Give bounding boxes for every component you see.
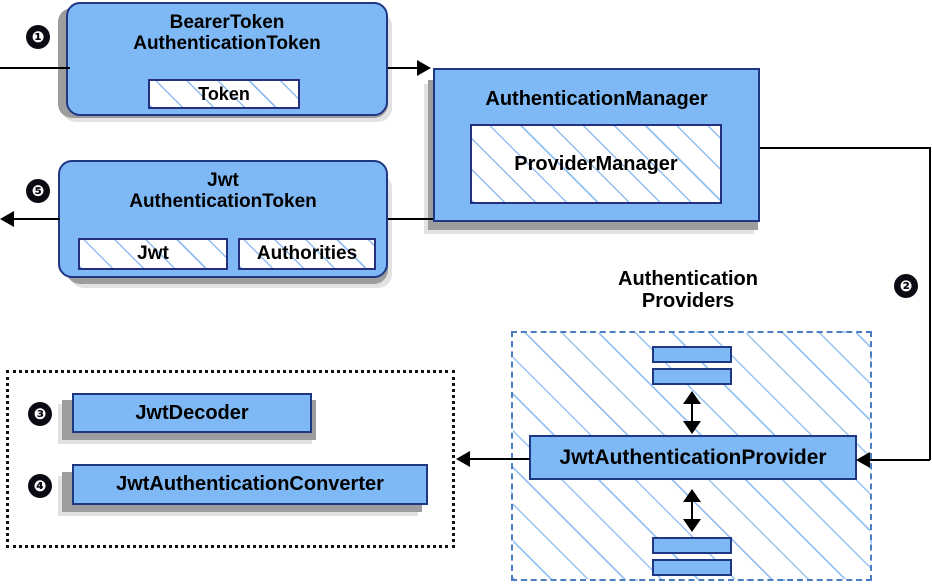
connector-providers-in-arrow	[856, 452, 870, 468]
jwt-support-container	[6, 370, 455, 548]
provider-arrow-up-bottom	[683, 489, 701, 502]
field-provider-manager-label: ProviderManager	[514, 152, 678, 175]
jwt-decoder-label: JwtDecoder	[135, 401, 249, 424]
jwt-token-title-line2: AuthenticationToken	[129, 191, 317, 213]
badge-step-5: ❺	[27, 180, 49, 202]
provider-arrow-down-top	[683, 421, 701, 434]
connector-response-out	[14, 218, 60, 220]
connector-provider-to-support-arrow	[456, 451, 470, 467]
connector-manager-to-providers-h	[760, 147, 930, 149]
provider-arrow-line-bottom	[691, 493, 693, 525]
badge-step-1: ❶	[27, 26, 49, 48]
connector-token-to-manager	[388, 67, 420, 69]
connector-request-in	[0, 67, 70, 69]
provider-arrow-up-top	[683, 391, 701, 404]
provider-stack-bar-top-1	[652, 346, 732, 363]
connector-response-out-arrow	[0, 211, 14, 227]
field-jwt[interactable]: Jwt	[78, 238, 228, 270]
connector-token-to-manager-arrow	[417, 60, 431, 76]
jwt-token-title-line1: Jwt	[207, 170, 239, 191]
field-provider-manager[interactable]: ProviderManager	[470, 124, 722, 204]
bearer-token-title-line2: AuthenticationToken	[133, 33, 321, 55]
provider-stack-bar-bottom-1	[652, 537, 732, 554]
authentication-providers-caption: Authentication Providers	[568, 268, 808, 313]
authentication-providers-caption-line1: Authentication	[618, 268, 758, 290]
badge-step-3: ❸	[29, 403, 51, 425]
provider-arrow-line-top	[691, 395, 693, 427]
provider-stack-bar-bottom-2	[652, 559, 732, 576]
provider-stack-bar-top-2	[652, 368, 732, 385]
node-jwt-authentication-converter[interactable]: JwtAuthenticationConverter	[72, 464, 428, 505]
badge-step-4: ❹	[29, 475, 51, 497]
provider-arrow-down-bottom	[683, 519, 701, 532]
connector-providers-in-h	[870, 459, 930, 461]
node-jwt-authentication-provider[interactable]: JwtAuthenticationProvider	[529, 435, 857, 480]
auth-manager-title: AuthenticationManager	[485, 88, 708, 110]
connector-manager-to-providers-v	[929, 147, 931, 460]
connector-manager-to-jwt-token	[388, 218, 433, 220]
field-authorities[interactable]: Authorities	[238, 238, 376, 270]
authentication-providers-caption-line2: Providers	[641, 290, 735, 313]
field-jwt-label: Jwt	[137, 243, 169, 264]
bearer-token-title-line1: BearerToken	[169, 12, 285, 33]
connector-provider-to-support	[470, 458, 530, 460]
jwt-provider-label: JwtAuthenticationProvider	[559, 445, 827, 469]
field-token-label: Token	[198, 83, 250, 104]
jwt-converter-label: JwtAuthenticationConverter	[116, 473, 384, 496]
field-token[interactable]: Token	[148, 79, 300, 109]
badge-step-2: ❷	[895, 275, 917, 297]
field-authorities-label: Authorities	[256, 243, 358, 264]
node-jwt-decoder[interactable]: JwtDecoder	[72, 393, 312, 433]
